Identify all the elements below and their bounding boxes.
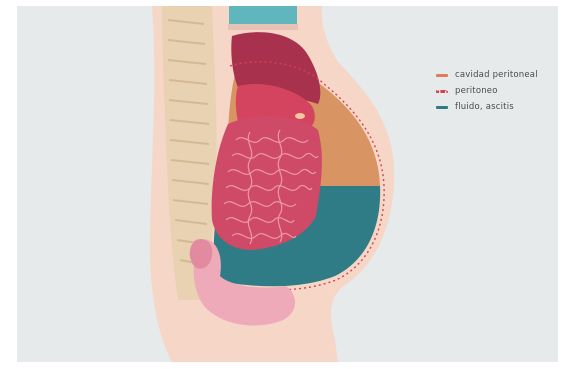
legend-item-ascites: fluido, ascitis — [436, 102, 538, 112]
legend-item-peritoneal-cavity: cavidad peritoneal — [436, 70, 538, 80]
gallbladder — [295, 113, 305, 119]
legend-label: fluido, ascitis — [455, 102, 514, 112]
legend-label: peritoneo — [455, 86, 498, 96]
legend-swatch-peritoneum — [436, 90, 448, 93]
legend-swatch-ascites — [436, 106, 448, 109]
legend-label: cavidad peritoneal — [455, 70, 538, 80]
legend-item-peritoneum: peritoneo — [436, 86, 538, 96]
lung-region — [229, 6, 297, 24]
legend-swatch-peritoneal-cavity — [436, 74, 448, 77]
legend: cavidad peritoneal peritoneo fluido, asc… — [436, 70, 538, 112]
diaphragm-strip — [228, 24, 298, 30]
